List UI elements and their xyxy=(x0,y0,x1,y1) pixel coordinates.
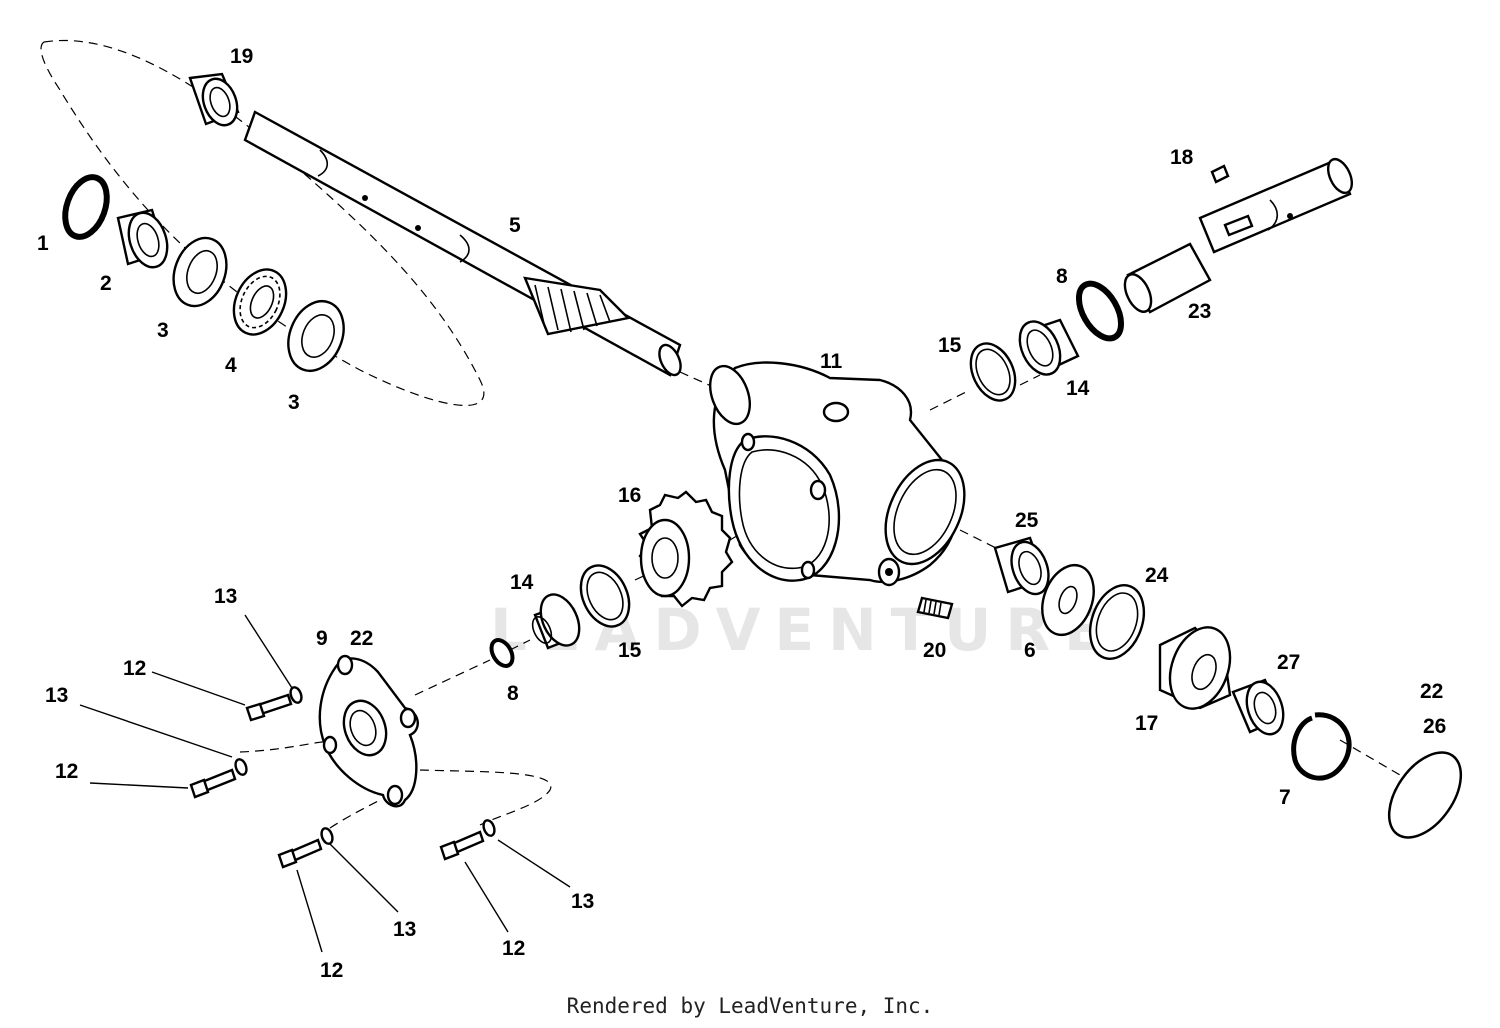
part-18-key xyxy=(1210,164,1230,184)
part-1-seal xyxy=(62,174,110,240)
part-2-bushing xyxy=(116,208,169,269)
part-12-bolt-b xyxy=(189,768,237,799)
part-11-gear-housing xyxy=(709,361,966,587)
callout-23: 23 xyxy=(1188,300,1211,323)
part-20-set-screw xyxy=(916,596,954,620)
worm-gear-thread xyxy=(523,276,631,336)
part-19-bushing xyxy=(188,72,240,127)
callout-27: 27 xyxy=(1277,651,1300,674)
callout-3-left: 3 xyxy=(157,319,169,342)
part-4-thrust-bearing xyxy=(232,268,288,336)
callout-13-bottom: 13 xyxy=(393,918,416,941)
part-12-bolt-d xyxy=(439,830,485,861)
callout-6: 6 xyxy=(1024,639,1036,662)
callout-2: 2 xyxy=(100,272,112,295)
callout-24: 24 xyxy=(1145,564,1169,587)
callout-11: 11 xyxy=(820,350,843,373)
part-8-seal-upper xyxy=(1075,280,1125,342)
callout-3-right: 3 xyxy=(288,391,300,414)
part-22-26-o-ring xyxy=(1387,751,1463,839)
callout-12-bottom-right: 12 xyxy=(502,937,525,960)
callout-14-lower: 14 xyxy=(510,571,534,594)
callout-5: 5 xyxy=(509,214,521,237)
callout-22-plate: 22 xyxy=(350,627,373,650)
callout-17: 17 xyxy=(1135,712,1158,735)
part-9-cover-plate xyxy=(318,654,419,808)
leader-lines xyxy=(79,614,571,953)
callout-13-top: 13 xyxy=(214,585,237,608)
callout-13-left: 13 xyxy=(45,684,68,707)
callout-8-lower: 8 xyxy=(507,682,519,705)
footer-credit: Rendered by LeadVenture, Inc. xyxy=(566,994,934,1018)
part-13-washer-a xyxy=(289,686,303,704)
callout-15-upper: 15 xyxy=(938,334,962,357)
callout-16: 16 xyxy=(618,484,641,507)
output-shaft-upper xyxy=(1198,157,1354,254)
callout-19: 19 xyxy=(230,45,253,68)
part-24-washer xyxy=(1088,584,1146,660)
callout-12-left: 12 xyxy=(55,760,78,783)
callout-26: 26 xyxy=(1423,715,1446,738)
part-17-hub xyxy=(1158,626,1232,710)
part-25-bushing xyxy=(993,536,1050,596)
part-23-bushing xyxy=(1123,242,1212,314)
callouts: 19 1 2 3 4 3 5 18 8 23 15 14 11 16 25 24… xyxy=(37,45,1446,982)
part-3-washer-right xyxy=(287,300,345,372)
part-14-bushing-lower xyxy=(531,593,581,650)
part-13-washer-d xyxy=(482,819,496,837)
callout-12-upper: 12 xyxy=(123,657,146,680)
part-13-washer-c xyxy=(320,827,334,845)
part-6-washer xyxy=(1041,563,1095,637)
part-27-bushing xyxy=(1231,678,1285,736)
callout-12-bottom: 12 xyxy=(320,959,343,982)
callout-8-upper: 8 xyxy=(1056,265,1068,288)
callout-22-ring: 22 xyxy=(1420,680,1443,703)
part-5-worm-shaft xyxy=(243,110,682,377)
part-7-retaining-ring xyxy=(1291,712,1352,781)
part-15-washer-upper xyxy=(969,342,1017,402)
part-16-spur-gear xyxy=(638,490,734,608)
callout-4: 4 xyxy=(225,354,237,377)
part-12-bolt-a xyxy=(245,693,293,722)
callout-13-bottom-right: 13 xyxy=(571,890,594,913)
part-3-washer-left xyxy=(172,236,228,308)
part-12-bolt-c xyxy=(277,838,323,869)
callout-1: 1 xyxy=(37,232,49,255)
callout-18: 18 xyxy=(1170,146,1194,169)
callout-15-lower: 15 xyxy=(618,639,642,662)
part-14-bushing-upper xyxy=(1018,318,1080,376)
part-8-seal-lower xyxy=(489,638,515,668)
callout-25: 25 xyxy=(1015,509,1039,532)
part-15-washer-lower xyxy=(579,564,631,628)
callout-20: 20 xyxy=(923,639,946,662)
callout-14-upper: 14 xyxy=(1066,377,1090,400)
part-13-washer-b xyxy=(234,758,248,776)
callout-9: 9 xyxy=(316,627,328,650)
callout-7: 7 xyxy=(1279,786,1291,809)
